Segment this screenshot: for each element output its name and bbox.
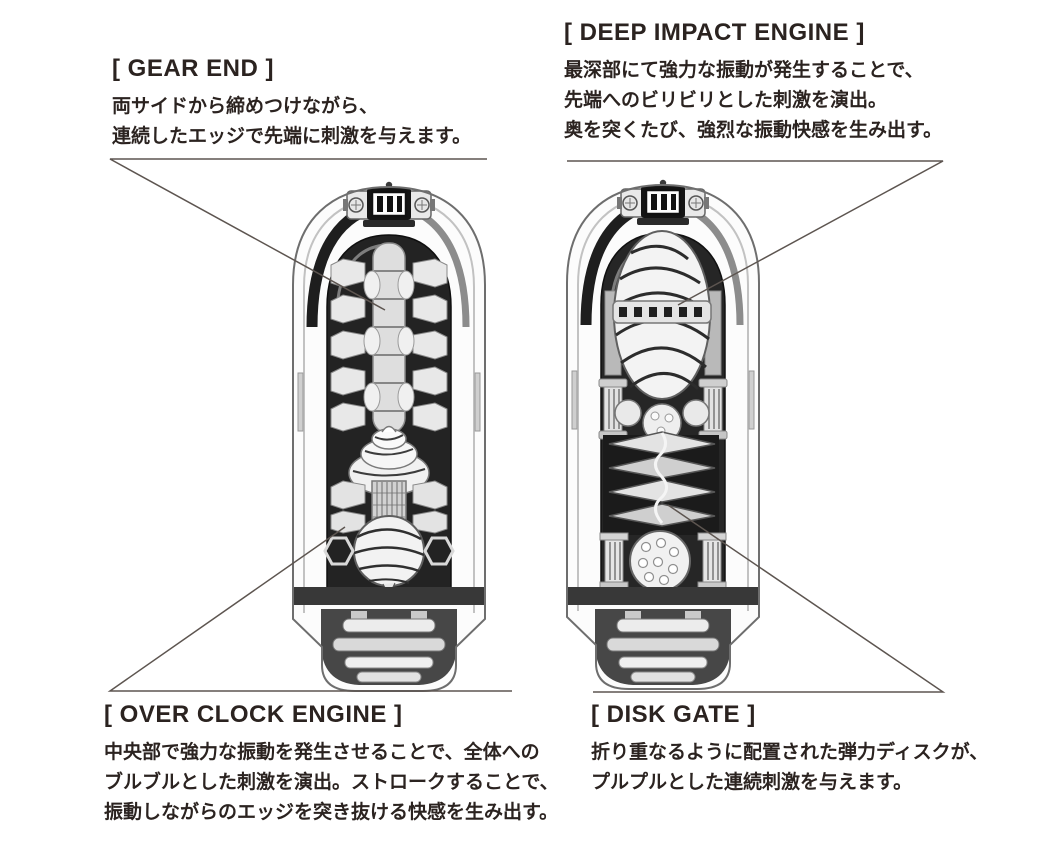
swirl-cone	[348, 425, 430, 496]
deep-impact-line-3: 奥を突くたび、強烈な振動快感を生み出す。	[564, 120, 943, 141]
deep-impact-description: 最深部にて強力な振動が発生することで、 先端へのビリビリとした刺激を演出。 奥を…	[564, 56, 942, 146]
deep-impact-line-2: 先端へのビリビリとした刺激を演出。	[564, 90, 888, 111]
deep-impact-swirl-egg	[612, 230, 712, 400]
annotation-gear-end: [ GEAR END ] 両サイドから締めつけながら、 連続したエッジで先端に刺…	[112, 54, 471, 152]
side-slot-left	[297, 372, 304, 432]
over-clock-line-2: ブルブルとした刺激を演出。ストロークすることで、	[104, 772, 559, 793]
lower-dark-band	[294, 587, 484, 605]
side-slot-left	[571, 370, 578, 430]
gear-end-title: [ GEAR END ]	[112, 55, 274, 82]
disk-gate-description: 折り重なるように配置された弾力ディスクが、 プルプルとした連続刺激を与えます。	[591, 738, 988, 798]
side-slot-right	[474, 372, 481, 432]
disk-gate-line-2: プルプルとした連続刺激を与えます。	[591, 772, 913, 793]
annotation-deep-impact-engine: [ DEEP IMPACT ENGINE ] 最深部にて強力な振動が発生すること…	[564, 18, 942, 146]
lower-dark-band	[568, 587, 758, 605]
annotation-over-clock-engine: [ OVER CLOCK ENGINE ] 中央部で強力な振動を発生させることで…	[104, 700, 559, 828]
deep-impact-title: [ DEEP IMPACT ENGINE ]	[564, 19, 865, 46]
disk-gate-title: [ DISK GATE ]	[591, 701, 756, 728]
over-clock-description: 中央部で強力な振動を発生させることで、全体への ブルブルとした刺激を演出。ストロ…	[104, 738, 559, 828]
gear-end-description: 両サイドから締めつけながら、 連続したエッジで先端に刺激を与えます。	[112, 92, 471, 152]
disk-gate-stack	[603, 431, 719, 535]
side-slot-right	[748, 370, 755, 430]
bumpy-ball	[629, 530, 691, 592]
over-clock-line-3: 振動しながらのエッジを突き抜ける快感を生み出す。	[104, 802, 559, 823]
product-cutaway-left-gear-engine	[292, 181, 486, 692]
gear-end-line-1: 両サイドから締めつけながら、	[112, 96, 379, 117]
over-clock-line-1: 中央部で強力な振動を発生させることで、全体への	[104, 742, 540, 763]
disk-gate-line-1: 折り重なるように配置された弾力ディスクが、	[591, 742, 989, 763]
product-cutaway-right-deep-impact	[566, 179, 760, 690]
over-clock-title: [ OVER CLOCK ENGINE ]	[104, 701, 403, 728]
annotation-disk-gate: [ DISK GATE ] 折り重なるように配置された弾力ディスクが、 プルプル…	[591, 700, 988, 798]
deep-impact-line-1: 最深部にて強力な振動が発生することで、	[564, 60, 924, 81]
gear-end-line-2: 連続したエッジで先端に刺激を与えます。	[112, 126, 472, 147]
